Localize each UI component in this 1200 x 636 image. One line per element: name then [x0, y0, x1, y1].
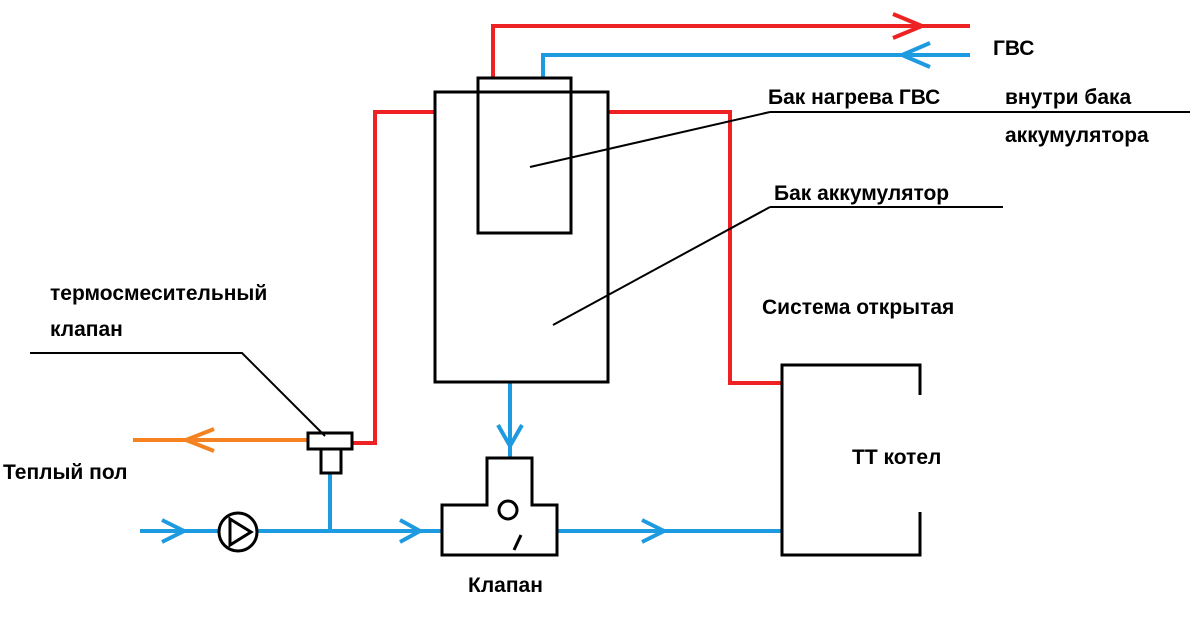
return-arrow-icon-1: [161, 518, 189, 544]
tank-drain-arrow-icon: [496, 424, 524, 451]
valve-stem: [512, 534, 523, 551]
tt-boiler: [780, 363, 922, 557]
label-thermo-valve-line2: клапан: [50, 318, 123, 341]
leader-lines: [30, 111, 1190, 437]
label-thermo-valve-line1: термосмесительный: [50, 282, 267, 305]
label-inside-tank-line1: внутри бака: [1005, 86, 1132, 109]
label-accumulator-tank: Бак аккумулятор: [774, 182, 949, 205]
label-open-system: Система открытая: [762, 296, 954, 319]
pump-icon: [217, 511, 259, 553]
cold-return-pipe-gvs: [541, 53, 970, 78]
label-hot-water-tank: Бак нагрева ГВС: [768, 86, 940, 109]
cold-return-arrow-icon: [896, 41, 931, 69]
label-valve: Клапан: [468, 574, 543, 597]
hot-pipe-to-thermo-valve: [352, 110, 435, 445]
hot-pipe-from-boiler: [608, 110, 782, 385]
floor-heating-arrow-icon: [180, 427, 215, 453]
leader-hot-water-tank: [529, 111, 771, 168]
hot-supply-pipe-gvs: [491, 24, 970, 78]
hot-pipes: [352, 12, 970, 445]
hot-supply-arrow-icon: [892, 12, 928, 40]
leader-accumulator-tank: [552, 206, 771, 326]
thermo-valve-body: [306, 431, 354, 451]
floor-heating-pipe: [133, 427, 308, 453]
pump-triangle: [228, 516, 254, 548]
valve-body: [440, 456, 559, 557]
cold-pipes: [140, 41, 970, 544]
thermo-valve-head: [319, 447, 343, 475]
leader-thermo-valve: [30, 352, 326, 437]
valve-to-boiler-arrow-icon: [641, 518, 669, 544]
valve-ball-icon: [497, 499, 519, 521]
accumulator-tank: [433, 90, 610, 384]
return-arrow-icon-2: [399, 518, 425, 544]
valve: [440, 456, 559, 557]
label-boiler: ТТ котел: [852, 446, 941, 469]
hot-water-tank: [476, 76, 573, 235]
label-inside-tank-line2: аккумулятора: [1005, 124, 1149, 147]
label-gvs: ГВС: [993, 37, 1034, 60]
thermo-mixing-valve: [306, 431, 354, 475]
label-floor-heating: Теплый пол: [3, 461, 128, 484]
